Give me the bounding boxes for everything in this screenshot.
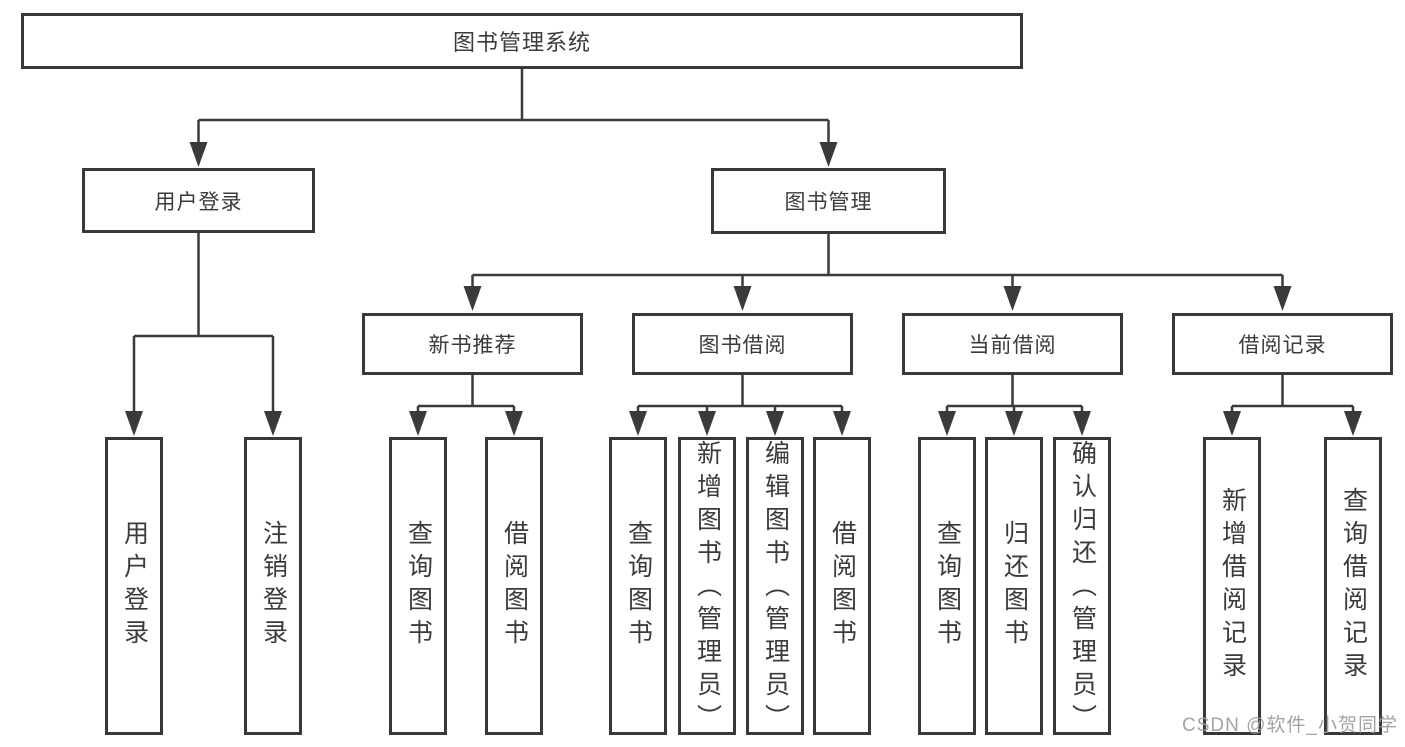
leaf-logout: 注销登录 [244,437,302,735]
node-label: 查询图书 [933,520,962,652]
leaf-add-books-admin: 新增图书（管理员） [678,437,736,737]
leaf-add-borrow-record: 新增借阅记录 [1203,437,1261,735]
node-label: 图书借阅 [698,334,787,357]
node-label: 查询图书 [624,520,653,652]
leaf-confirm-return-admin: 确认归还（管理员） [1053,437,1111,737]
leaf-query-books-recommend: 查询图书 [389,437,447,735]
node-label: 借阅图书 [828,520,857,652]
leaf-query-books-borrow: 查询图书 [609,437,667,735]
leaf-borrow-books-recommend: 借阅图书 [485,437,543,735]
leaf-query-books-current: 查询图书 [918,437,976,735]
node-label: 用户登录 [154,190,243,214]
leaf-borrow-books: 借阅图书 [813,437,871,735]
node-label: 用户登录 [120,520,149,652]
leaf-return-books: 归还图书 [985,437,1043,735]
node-label: 归还图书 [1000,520,1029,652]
node-user-login: 用户登录 [82,168,315,233]
node-book-borrow: 图书借阅 [632,313,853,375]
node-new-book-recommend: 新书推荐 [362,313,583,375]
leaf-edit-books-admin: 编辑图书（管理员） [746,437,804,737]
node-label: 借阅记录 [1238,334,1327,357]
node-root: 图书管理系统 [21,13,1023,69]
node-current-borrow: 当前借阅 [902,313,1123,375]
node-label: 图书管理 [784,191,873,214]
leaf-user-login: 用户登录 [105,437,163,735]
node-label: 编辑图书（管理员） [761,440,790,737]
node-label: 图书管理系统 [452,30,591,55]
node-book-management: 图书管理 [711,168,946,234]
node-label: 当前借阅 [968,334,1057,357]
node-label: 新增图书（管理员） [693,440,722,737]
node-label: 确认归还（管理员） [1068,440,1097,737]
node-label: 新增借阅记录 [1218,487,1247,685]
node-label: 注销登录 [259,520,288,652]
watermark: CSDN @软件_小贺同学 [1182,715,1398,736]
node-label: 查询借阅记录 [1339,487,1368,685]
leaf-query-borrow-record: 查询借阅记录 [1324,437,1382,735]
node-label: 新书推荐 [428,334,517,357]
node-label: 借阅图书 [500,520,529,652]
node-label: 查询图书 [404,520,433,652]
node-borrow-records: 借阅记录 [1172,313,1393,375]
